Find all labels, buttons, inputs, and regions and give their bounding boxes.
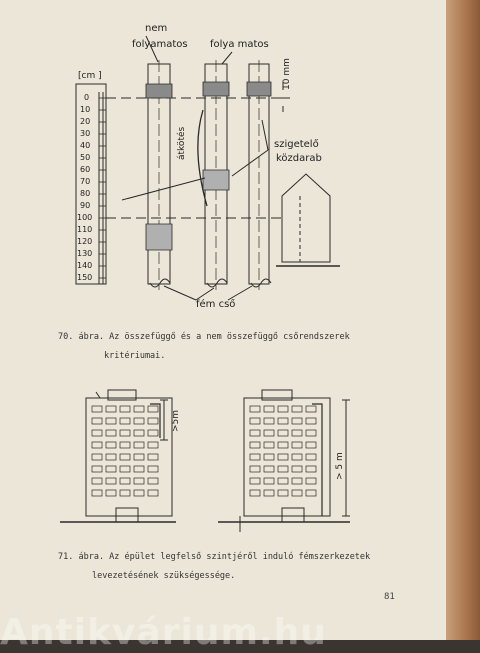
figure71-caption: 71. ábra. Az épület legfelső szintjéről … [58, 548, 370, 586]
pipe-third [246, 60, 272, 290]
scale-tick: 120 [77, 237, 93, 246]
left-dimension [150, 399, 168, 441]
pipe-continuous [197, 60, 230, 290]
label-folyamatos-2: folya matos [210, 39, 269, 50]
page-number: 81 [384, 592, 395, 602]
label-atkotes: átkötés [177, 126, 187, 160]
pipe-non-continuous [145, 60, 173, 290]
scale-tick: 80 [80, 189, 91, 198]
scale-tick: 20 [80, 117, 91, 126]
book-spine [446, 0, 480, 640]
label-5m-small: >5m [171, 409, 181, 432]
label-cm: [cm ] [78, 71, 102, 81]
scale-tick: 60 [80, 165, 91, 174]
figure71-caption-line1: 71. ábra. Az épület legfelső szintjéről … [58, 552, 371, 562]
figure70-caption-line2: kritériumai. [104, 351, 166, 361]
scale-tick: 90 [80, 201, 91, 210]
building-right-windows [249, 405, 317, 497]
scale-tick: 110 [77, 225, 93, 234]
watermark: Antikvárium.hu [0, 612, 327, 653]
scale-tick: 40 [80, 141, 91, 150]
scale-tick: 100 [77, 213, 93, 222]
label-szigetelo: szigetelő [274, 139, 319, 150]
scale-tick: 10 [80, 105, 91, 114]
label-nem: nem [145, 23, 168, 34]
scale-tick: 50 [80, 153, 91, 162]
building-left [60, 389, 176, 523]
label-kozdarab: közdarab [276, 153, 322, 164]
scale-tick: 150 [77, 273, 93, 282]
measurement-scale [75, 83, 107, 285]
figure70-caption: 70. ábra. Az összefüggő és a nem összefü… [58, 328, 350, 366]
right-dimension [312, 399, 350, 517]
figure70-caption-line1: 70. ábra. Az összefüggő és a nem összefü… [58, 332, 350, 342]
figure71-caption-line2: levezetésének szükségessége. [92, 571, 236, 581]
label-10mm: 10 mm [282, 58, 292, 90]
label-folyamatos-1: folyamatos [132, 39, 188, 50]
book-page [0, 0, 446, 640]
scale-tick: 0 [84, 93, 90, 102]
scale-tick: 130 [77, 249, 93, 258]
label-5m-large: > 5 m [335, 452, 345, 480]
house-icon [276, 173, 340, 267]
label-fem-cso: fém cső [196, 299, 236, 310]
building-right [218, 389, 350, 532]
scale-tick: 30 [80, 129, 91, 138]
scale-tick: 140 [77, 261, 93, 270]
building-left-windows [91, 405, 159, 497]
scale-tick: 70 [80, 177, 91, 186]
